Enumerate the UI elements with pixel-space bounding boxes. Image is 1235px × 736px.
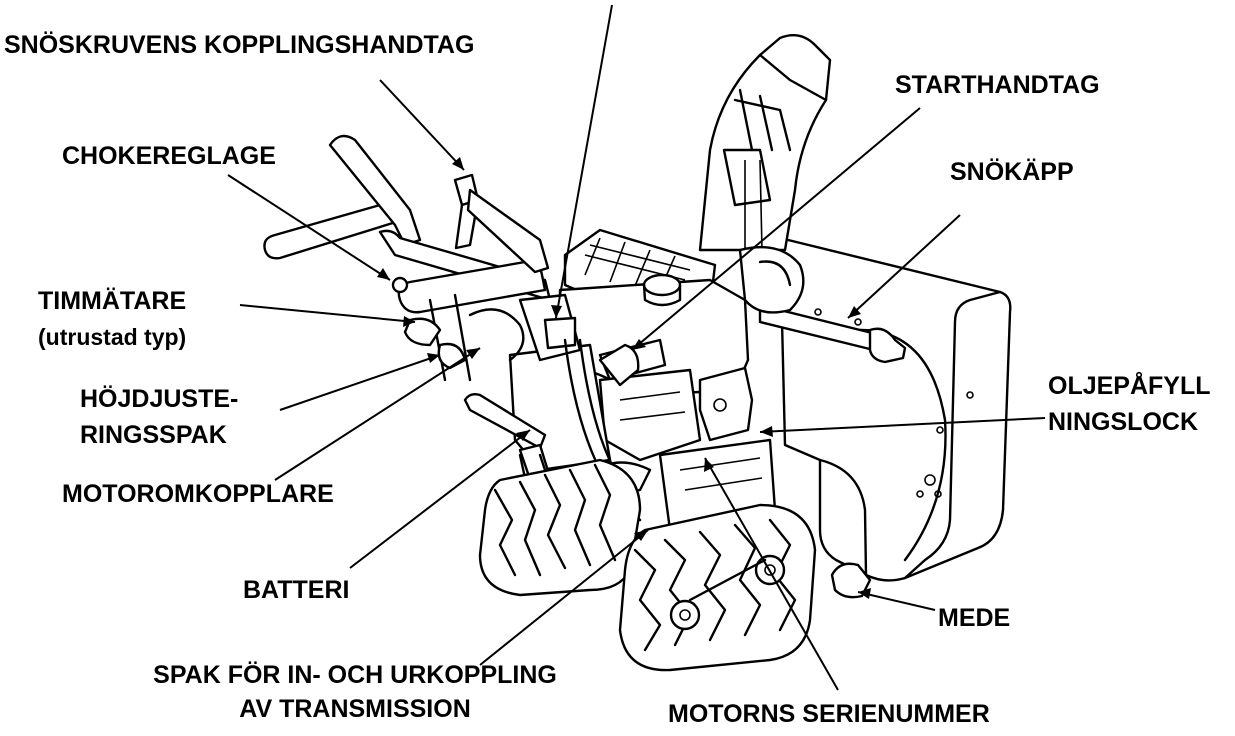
label-skid: MEDE xyxy=(938,604,1011,632)
auger-housing xyxy=(778,236,1012,582)
label-battery: BATTERI xyxy=(243,576,350,604)
label-oil-cap-line1: OLJEPÅFYLL xyxy=(1048,372,1211,400)
label-height-lever-line1: HÖJDJUSTE- xyxy=(80,385,239,413)
label-choke: CHOKEREGLAGE xyxy=(62,142,276,170)
label-shave-plate: SNÖKÄPP xyxy=(950,158,1074,186)
left-track xyxy=(478,458,642,597)
discharge-chute xyxy=(698,34,832,252)
label-height-lever-line2: RINGSSPAK xyxy=(80,421,227,449)
label-hour-meter: TIMMÄTARE xyxy=(38,287,187,315)
label-serial-number: MOTORNS SERIENUMMER xyxy=(668,700,990,728)
engine xyxy=(558,228,805,462)
label-starter-grip: STARTHANDTAG xyxy=(895,71,1100,99)
label-engine-switch: MOTOROMKOPPLARE xyxy=(62,480,334,508)
right-track xyxy=(618,503,817,672)
label-hour-meter-note: (utrustad typ) xyxy=(38,324,187,350)
leader-lines xyxy=(227,4,1046,691)
label-auger-clutch: SNÖSKRUVENS KOPPLINGSHANDTAG xyxy=(4,31,475,59)
label-transmission-lever-line2: AV TRANSMISSION xyxy=(239,695,471,723)
skid-shoe xyxy=(830,562,872,599)
label-transmission-lever-line1: SPAK FÖR IN- OCH URKOPPLING xyxy=(153,661,557,689)
label-oil-cap-line2: NINGSLOCK xyxy=(1048,408,1198,436)
shave-plate-bar xyxy=(758,303,907,364)
